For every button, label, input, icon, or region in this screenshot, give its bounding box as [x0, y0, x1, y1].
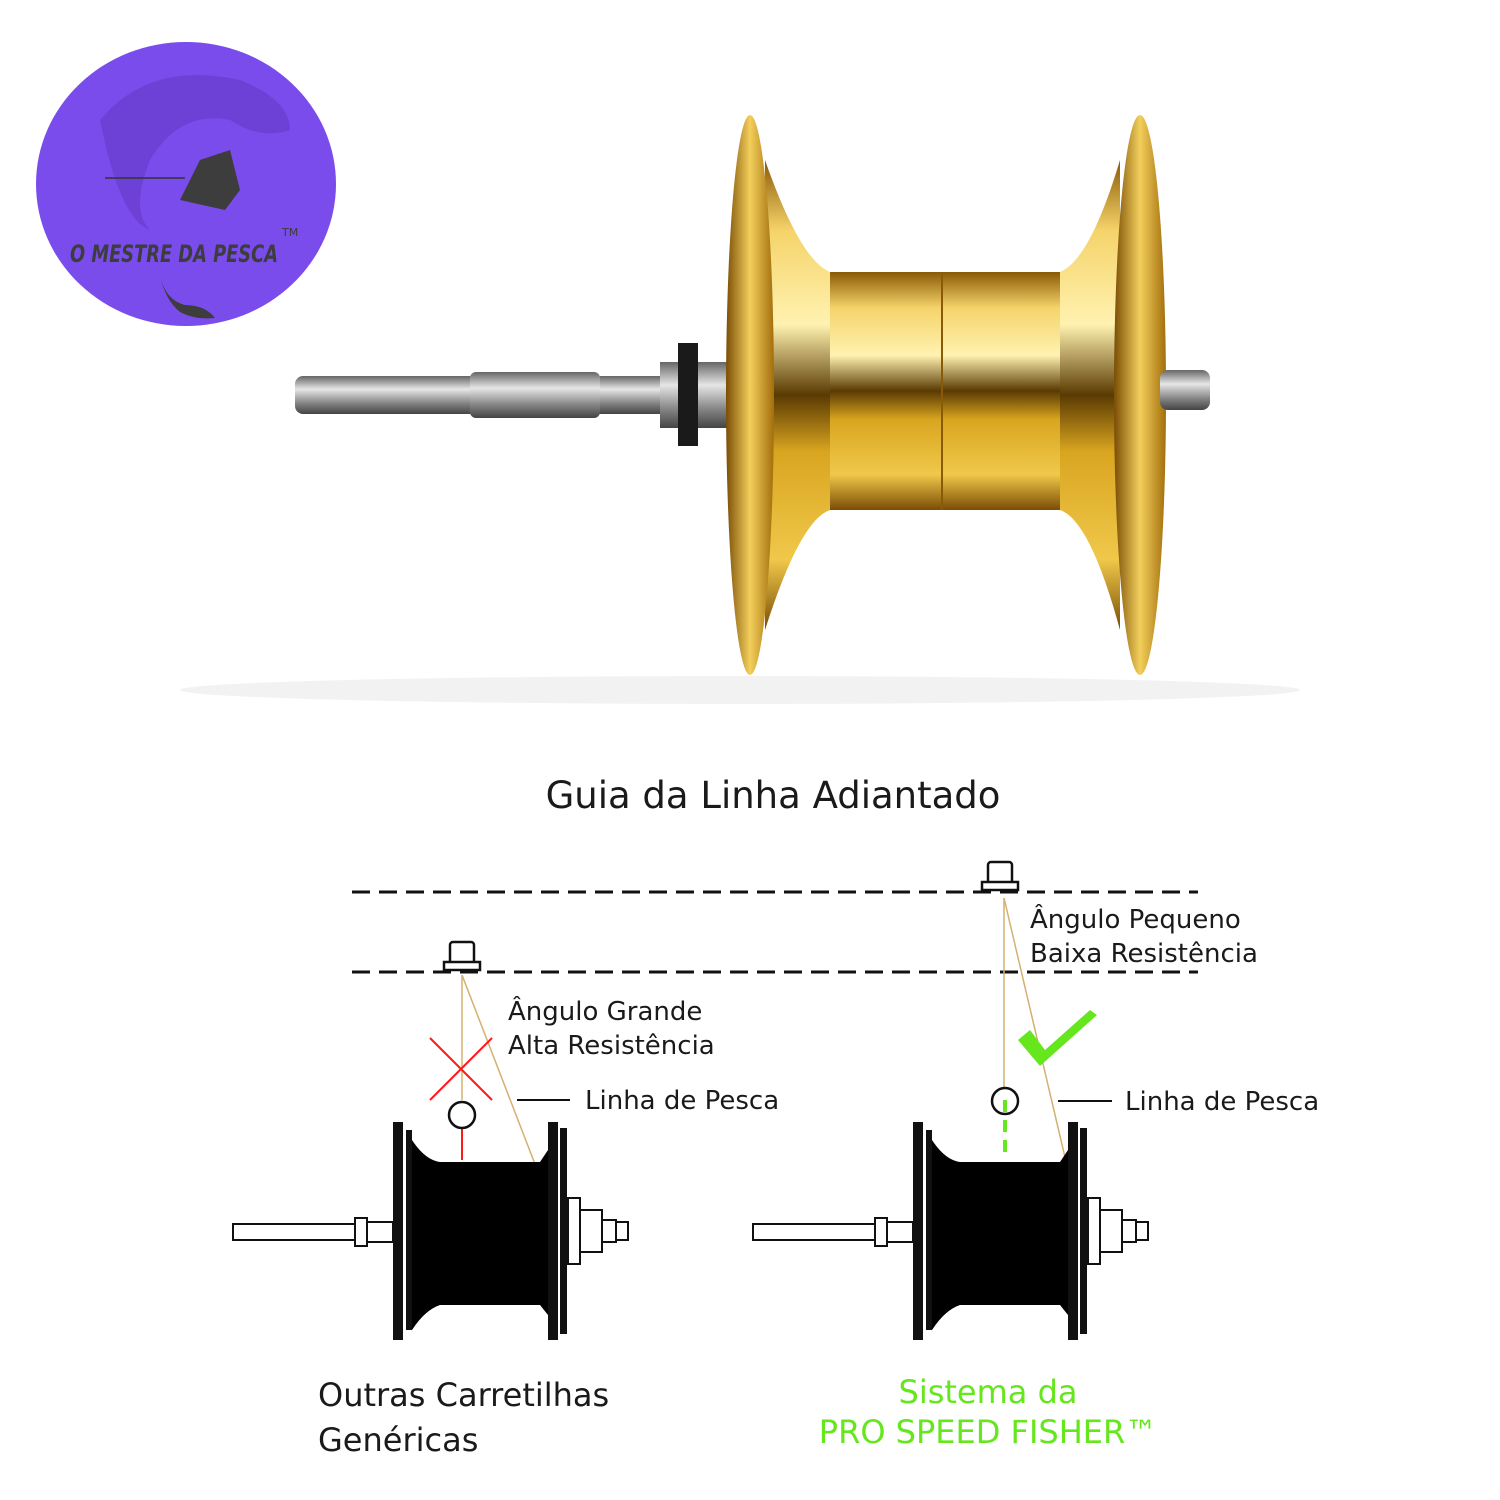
- left-caption-line2: Genéricas: [318, 1421, 479, 1459]
- left-resistance-label: Alta Resistência: [508, 1031, 715, 1061]
- brand-logo: O MESTRE DA PESCA TM: [36, 42, 336, 326]
- left-line-label: Linha de Pesca: [585, 1086, 780, 1116]
- right-caption-line1: Sistema da: [898, 1373, 1078, 1411]
- svg-text:O MESTRE DA PESCA: O MESTRE DA PESCA: [70, 240, 278, 268]
- line-position-circle-left: [447, 1100, 477, 1130]
- fisherman-boat-icon: [180, 150, 240, 210]
- right-caption-line2: PRO SPEED FISHER™: [818, 1413, 1158, 1451]
- left-angle-label: Ângulo Grande: [508, 997, 703, 1027]
- right-resistance-label: Baixa Resistência: [1030, 939, 1258, 969]
- line-guide-right-icon: [980, 860, 1020, 892]
- gold-spool-image: [180, 115, 1300, 704]
- cross-mark-icon: [429, 1037, 493, 1160]
- right-angle-label: Ângulo Pequeno: [1030, 905, 1241, 935]
- small-fish-icon: [160, 275, 215, 319]
- left-caption-line1: Outras Carretilhas: [318, 1376, 610, 1414]
- spool-diagram-left: [232, 1122, 629, 1340]
- diagram-title: Guia da Linha Adiantado: [545, 774, 1001, 817]
- line-guide-left-icon: [442, 940, 482, 972]
- spool-diagram-right: [752, 1122, 1149, 1340]
- fish-silhouette-icon: [100, 75, 290, 230]
- line-position-circle-right: [990, 1086, 1020, 1116]
- check-mark-icon: [1018, 1010, 1097, 1066]
- right-line-label: Linha de Pesca: [1125, 1087, 1320, 1117]
- svg-text:TM: TM: [281, 226, 298, 239]
